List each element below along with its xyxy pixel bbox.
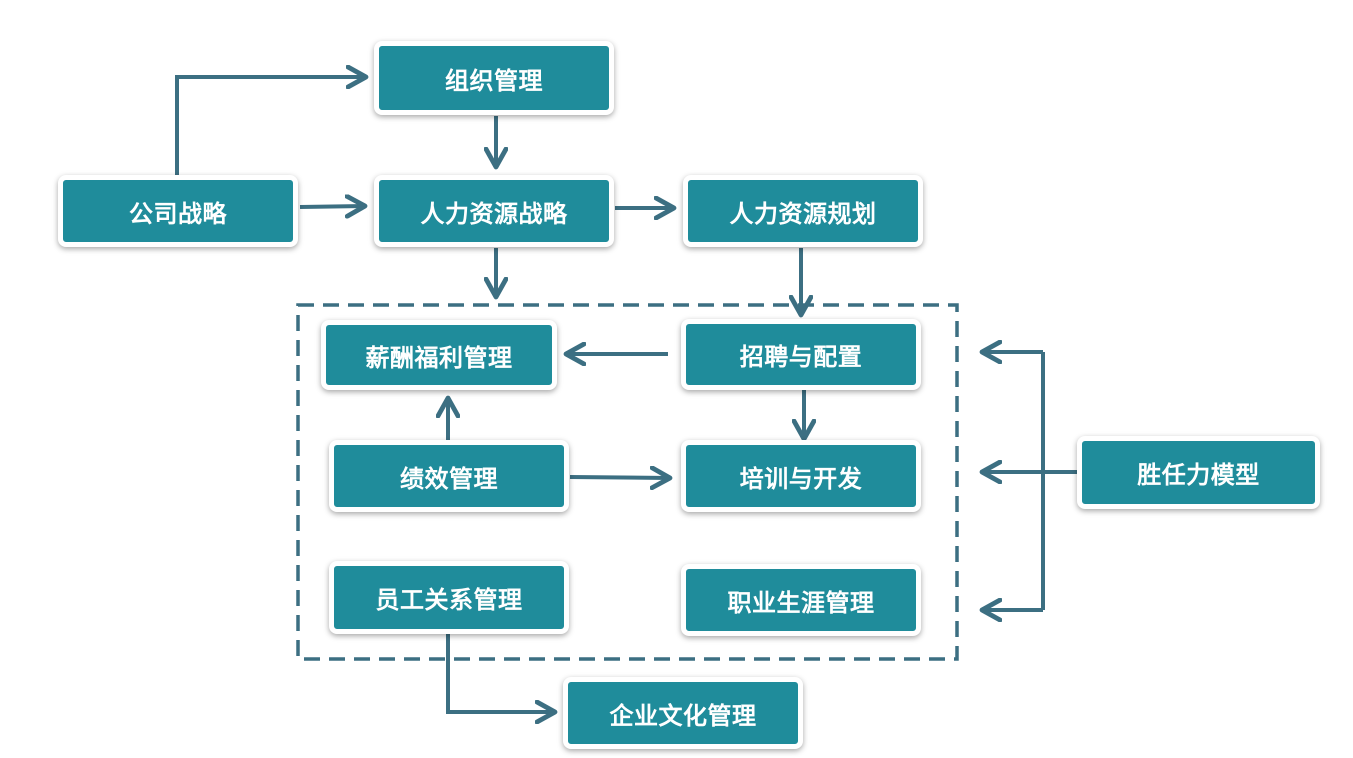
node-recruitment-allocation: 招聘与配置 xyxy=(681,319,921,390)
node-corporate-strategy: 公司战略 xyxy=(58,175,298,247)
node-label: 职业生涯管理 xyxy=(727,588,875,617)
node-label: 招聘与配置 xyxy=(739,343,863,371)
hr-functions-group-border xyxy=(296,303,959,661)
node-label: 胜任力模型 xyxy=(1137,461,1260,489)
node-label: 员工关系管理 xyxy=(375,586,523,614)
node-label: 企业文化管理 xyxy=(609,701,757,730)
node-label: 组织管理 xyxy=(445,66,543,95)
arrow-rel-to-culture xyxy=(446,634,555,712)
node-hr-planning: 人力资源规划 xyxy=(683,175,923,247)
node-label: 培训与开发 xyxy=(739,464,863,493)
node-hr-strategy: 人力资源战略 xyxy=(374,175,614,247)
node-label: 薪酬福利管理 xyxy=(365,343,513,372)
node-label: 人力资源战略 xyxy=(420,199,568,228)
node-label: 公司战略 xyxy=(129,199,227,228)
node-label: 人力资源规划 xyxy=(729,199,877,228)
node-corporate-culture: 企业文化管理 xyxy=(563,677,803,749)
arrow-perf-to-train xyxy=(569,477,670,478)
node-compensation-benefits: 薪酬福利管理 xyxy=(321,320,557,390)
arrow-corp-to-hrs xyxy=(299,206,365,207)
node-employee-relations: 员工关系管理 xyxy=(329,561,569,634)
node-org-management: 组织管理 xyxy=(374,41,614,115)
node-competency-model: 胜任力模型 xyxy=(1077,436,1320,509)
arrow-corp-to-org xyxy=(175,77,366,175)
node-performance-management: 绩效管理 xyxy=(329,440,569,512)
node-label: 绩效管理 xyxy=(400,464,498,493)
node-career-management: 职业生涯管理 xyxy=(681,564,921,636)
node-training-development: 培训与开发 xyxy=(681,440,921,512)
